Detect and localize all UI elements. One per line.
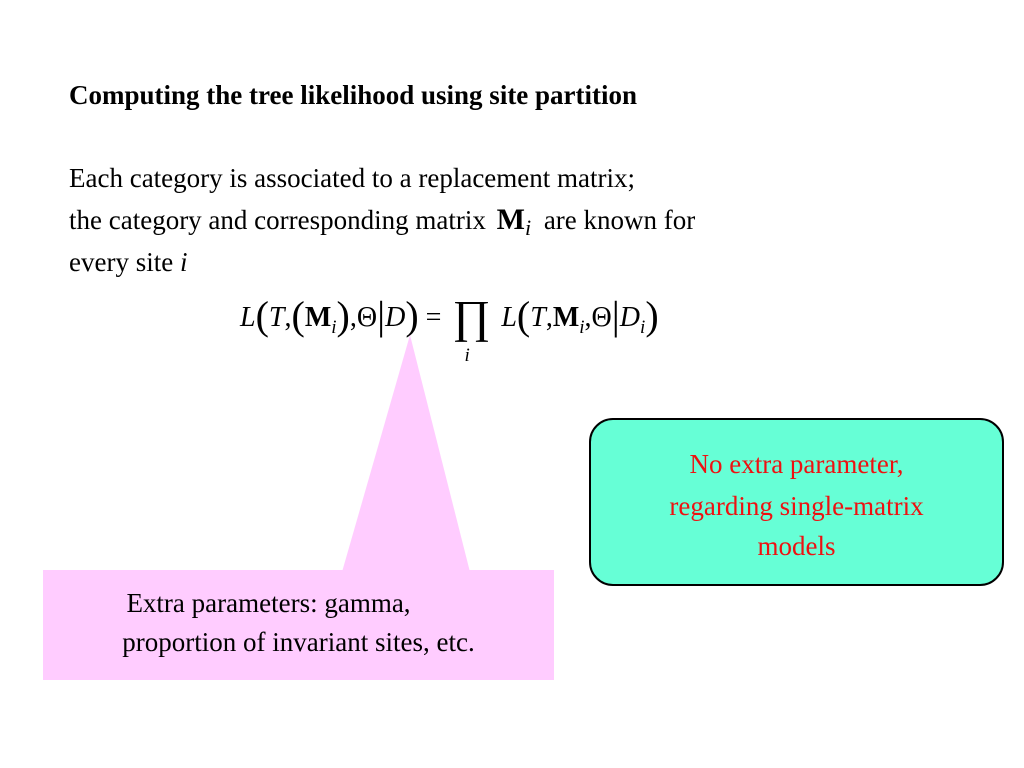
site-variable: i — [179, 247, 188, 277]
body-line-1: Each category is associated to a replace… — [69, 163, 635, 193]
formula-T: T — [268, 302, 285, 333]
formula-M: M — [304, 302, 332, 333]
pink-callout-pointer — [342, 335, 470, 572]
teal-callout-line-3: models — [757, 531, 836, 561]
teal-callout-line-1: No extra parameter, — [689, 449, 904, 479]
matrix-symbol: Mi — [496, 203, 532, 240]
pink-callout-text: Extra parameters: gamma, proportion of i… — [43, 584, 554, 662]
formula-D: D — [385, 302, 406, 333]
pink-callout-line-2: proportion of invariant sites, etc. — [122, 627, 475, 657]
formula-equals: = — [425, 302, 442, 333]
body-text: Each category is associated to a replace… — [69, 158, 695, 283]
body-line-3: every site i — [69, 242, 695, 283]
formula-theta: Θ — [356, 302, 378, 333]
teal-callout-text: No extra parameter, regarding single-mat… — [589, 444, 1004, 566]
likelihood-formula: L(T,(Mi),Θ|D) = ∏i L(T,Mi,Θ|Di) — [240, 288, 659, 366]
teal-callout-line-2: regarding single-matrix — [669, 491, 924, 521]
pink-callout-box — [43, 570, 554, 680]
teal-callout-box — [589, 418, 1004, 586]
pink-callout-line-1: Extra parameters: gamma, — [126, 588, 411, 618]
body-line-2-post: are known for — [543, 205, 696, 235]
body-line-2: the category and corresponding matrix Mi… — [69, 199, 695, 242]
body-line-2-pre: the category and corresponding matrix — [69, 205, 486, 235]
slide-title: Computing the tree likelihood using site… — [69, 80, 638, 110]
formula-L: L — [240, 302, 256, 333]
body-line-3-pre: every site — [69, 247, 174, 277]
product-operator: ∏i — [452, 291, 491, 366]
